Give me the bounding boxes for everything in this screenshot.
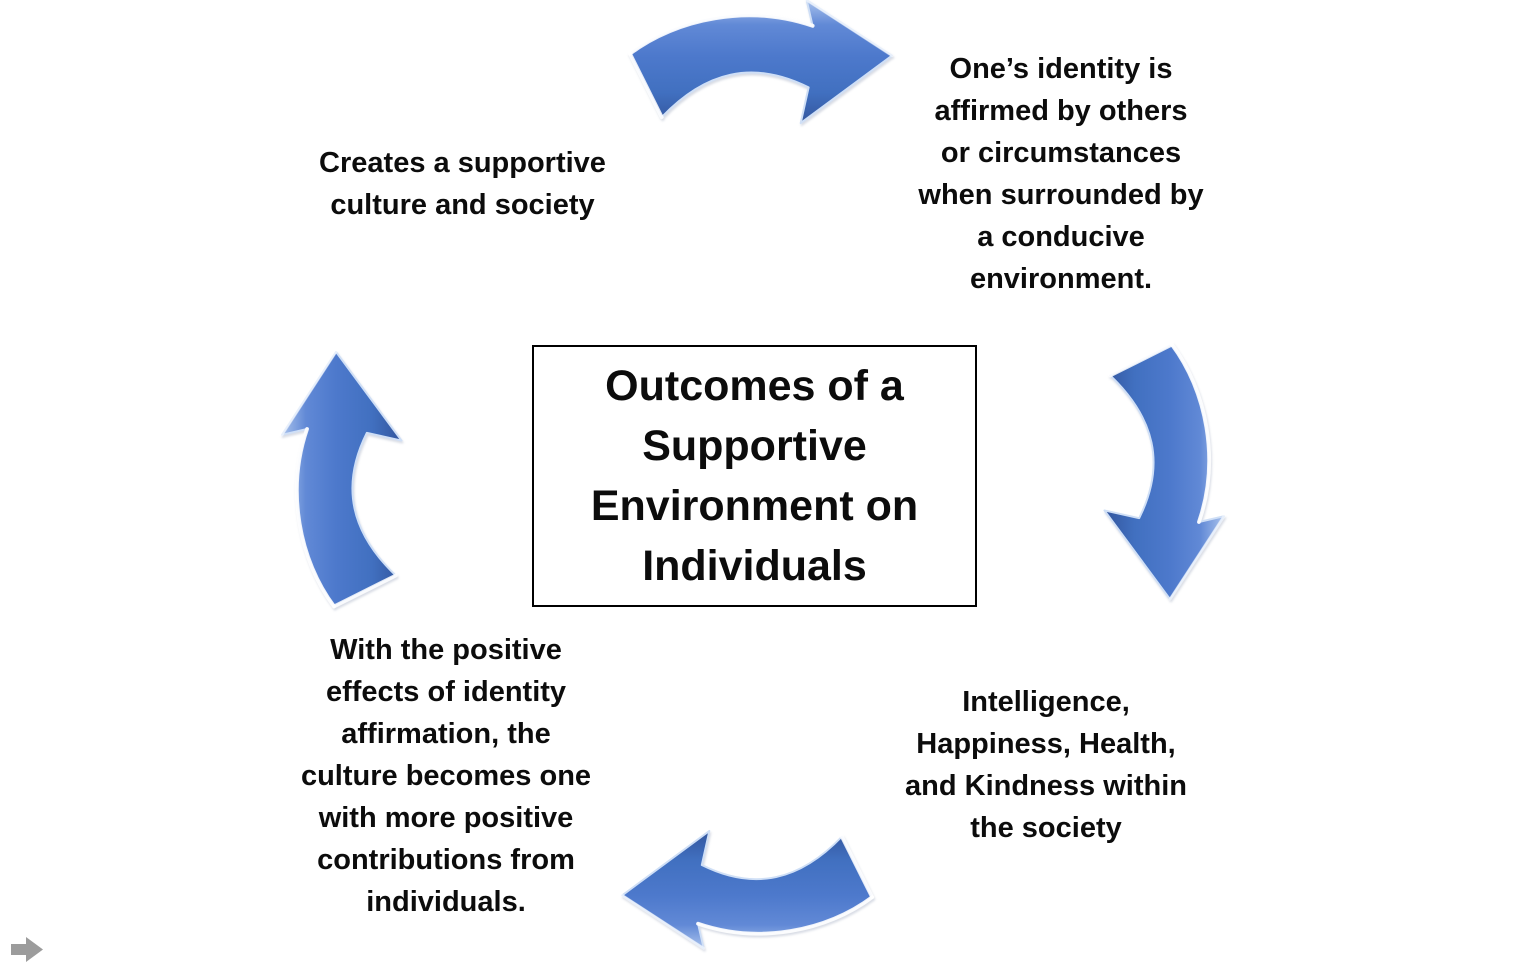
curved-arrow-left-icon [620, 829, 875, 951]
node-bottom-right-text: Intelligence, Happiness, Health, and Kin… [905, 686, 1187, 844]
curved-arrow-down-icon [1102, 342, 1226, 602]
node-top-left-text: Creates a supportive culture and society [319, 147, 606, 221]
node-top-right-text: One’s identity is affirmed by others or … [918, 53, 1204, 295]
center-title-box: Outcomes of a Supportive Environment on … [532, 345, 977, 607]
diagram-title: Outcomes of a Supportive Environment on … [590, 362, 919, 590]
node-bottom-left-text: With the positive effects of identity af… [300, 634, 592, 918]
next-arrow-icon[interactable] [11, 936, 44, 963]
curved-arrow-up-icon [280, 349, 404, 609]
curved-arrow-top-right-icon [627, 0, 895, 126]
